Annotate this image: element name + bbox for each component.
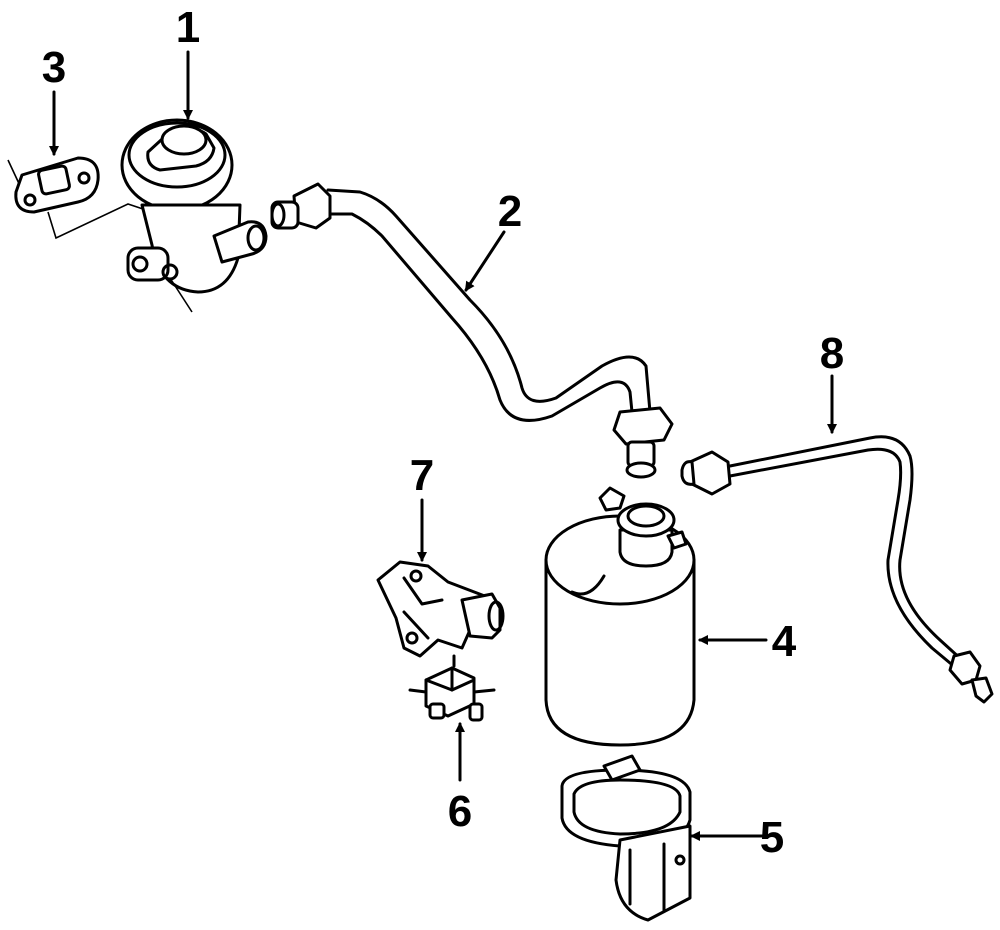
callout-label-3: 3 <box>42 43 66 92</box>
callout-label-7: 7 <box>410 451 434 500</box>
callout-arrow-2 <box>464 230 506 292</box>
callout-label-2: 2 <box>498 187 522 236</box>
callout-label-5: 5 <box>760 813 784 862</box>
callout-arrows <box>49 50 837 841</box>
gasket-part-3 <box>7 156 153 240</box>
callout-label-6: 6 <box>448 787 472 836</box>
egr-valve-part-1 <box>120 118 268 313</box>
solenoid-part-6 <box>408 654 496 722</box>
callout-labels: 1 2 3 4 5 6 7 8 <box>42 3 844 862</box>
bracket-part-5 <box>560 754 692 922</box>
callout-label-8: 8 <box>820 329 844 378</box>
callout-label-1: 1 <box>176 3 200 52</box>
egr-tube-part-2 <box>270 182 674 479</box>
callout-label-4: 4 <box>772 617 797 666</box>
canister-part-4 <box>544 486 696 747</box>
bracket-part-7 <box>376 560 505 658</box>
sensor-wire-part-8 <box>680 435 994 704</box>
